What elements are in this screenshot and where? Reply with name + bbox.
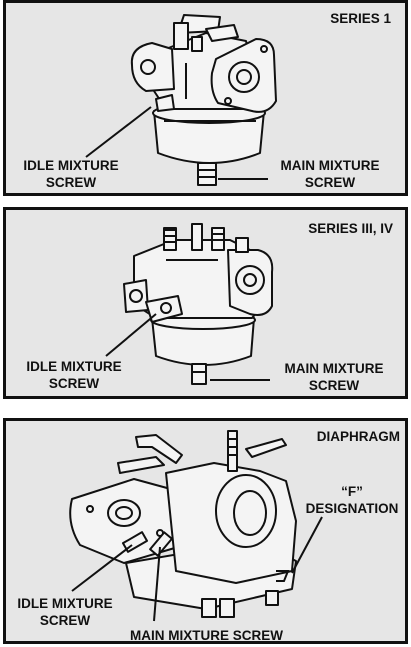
idle-mixture-screw-label: IDLE MIXTURE SCREW — [17, 596, 113, 628]
f-designation-label: “F” DESIGNATION — [305, 484, 399, 516]
main-mixture-screw-label: MAIN MIXTURE SCREW — [280, 158, 380, 190]
carburetor-series-1-drawing — [85, 14, 277, 186]
main-mixture-screw-label: MAIN MIXTURE SCREW — [284, 361, 384, 393]
panel-title: DIAPHRAGM — [316, 429, 400, 444]
panel-title: SERIES III, IV — [308, 221, 393, 236]
panel-series-3-4: SERIES III, IV IDLE MIXTURE SCREW MAIN M… — [3, 207, 408, 399]
idle-mixture-screw-label: IDLE MIXTURE SCREW — [23, 158, 119, 190]
carburetor-diaphragm-drawing — [69, 430, 323, 622]
panel-series-1: SERIES 1 IDLE MIXTURE SCREW MAIN MIXTURE… — [3, 0, 408, 196]
main-mixture-screw-label: MAIN MIXTURE SCREW — [130, 628, 283, 643]
panel-title: SERIES 1 — [330, 11, 391, 26]
idle-mixture-screw-label: IDLE MIXTURE SCREW — [26, 359, 122, 391]
panel-diaphragm: DIAPHRAGM “F” DESIGNATION IDLE MIXTURE S… — [3, 418, 408, 644]
carburetor-series-3-4-drawing — [105, 223, 274, 385]
